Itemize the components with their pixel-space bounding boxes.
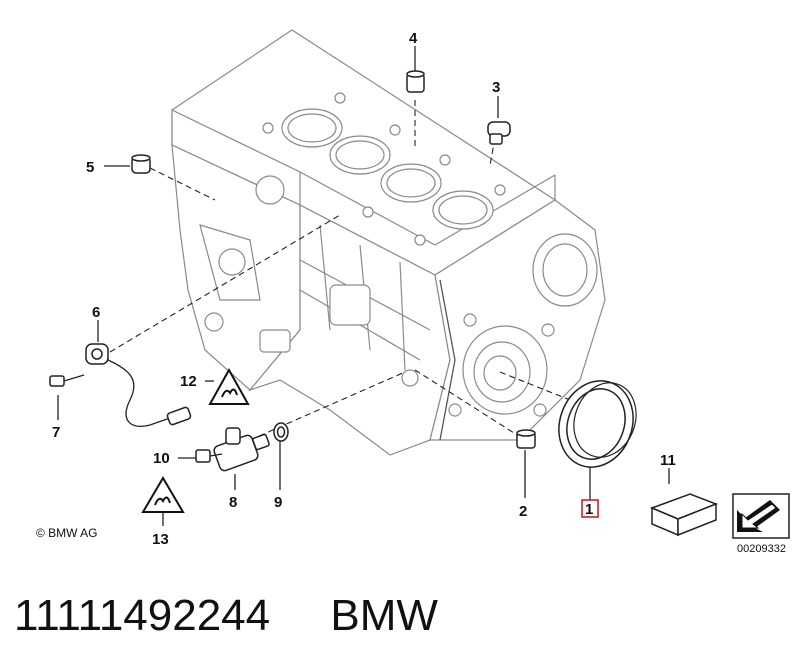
callout-5: 5 bbox=[86, 159, 94, 176]
warning-triangle-icon bbox=[141, 476, 185, 513]
shaft-seal-part bbox=[558, 380, 637, 468]
callout-4: 4 bbox=[409, 30, 418, 47]
callout-2: 2 bbox=[519, 503, 527, 520]
callout-9: 9 bbox=[274, 494, 282, 511]
screw-plug-part bbox=[487, 121, 511, 145]
part-number: 11111492244 bbox=[14, 591, 271, 640]
knock-sensor-part bbox=[85, 343, 192, 427]
engine-block bbox=[171, 29, 606, 456]
parts-diagram: 4 3 5 6 12 7 10 8 9 13 2 11 1 © BMW AG 0… bbox=[36, 29, 790, 555]
highlight-box bbox=[581, 499, 599, 518]
brand-name: BMW bbox=[330, 591, 438, 640]
callout-7: 7 bbox=[52, 424, 60, 441]
callout-3: 3 bbox=[492, 79, 500, 96]
dowel-sleeve-part bbox=[406, 70, 425, 93]
part-info-line: 11111492244 BMW bbox=[14, 586, 784, 656]
o-ring-part bbox=[273, 422, 289, 442]
box-icon bbox=[649, 493, 719, 537]
leader-lines bbox=[57, 46, 670, 526]
callout-10: 10 bbox=[153, 450, 170, 467]
callout-13: 13 bbox=[152, 531, 169, 548]
reference-code: 00209332 bbox=[737, 543, 786, 555]
dowel-sleeve-part-5 bbox=[131, 154, 151, 174]
bolt-part-10 bbox=[195, 449, 223, 463]
callout-8: 8 bbox=[229, 494, 237, 511]
dowel-sleeve-part-2 bbox=[516, 429, 536, 449]
callout-labels: 4 3 5 6 12 7 10 8 9 13 2 11 1 bbox=[52, 30, 676, 548]
copyright-text: © BMW AG bbox=[36, 526, 98, 540]
callout-11: 11 bbox=[660, 452, 676, 469]
arrow-navigation-icon[interactable] bbox=[732, 493, 790, 539]
callout-1: 1 bbox=[585, 501, 593, 518]
callout-12: 12 bbox=[180, 373, 197, 390]
crankshaft-sensor-part bbox=[213, 427, 270, 472]
warning-triangle-icon bbox=[208, 367, 250, 405]
bolt-part-7 bbox=[49, 374, 85, 387]
callout-6: 6 bbox=[92, 304, 100, 321]
